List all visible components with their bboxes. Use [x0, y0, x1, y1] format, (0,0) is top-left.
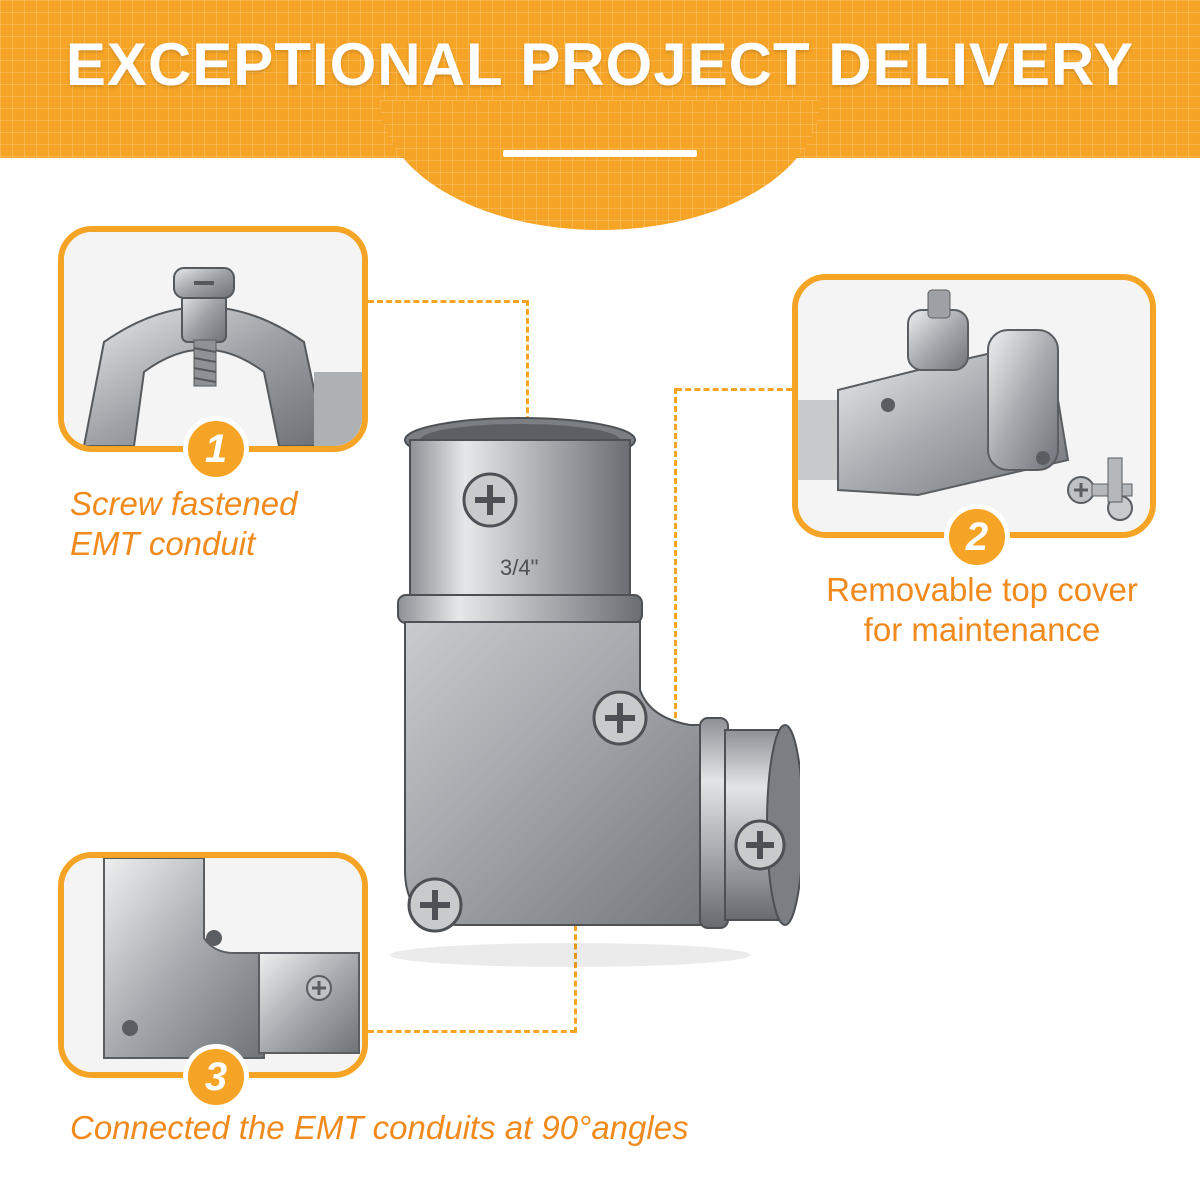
feature-1-caption-line-1: Screw fastened [70, 485, 298, 522]
feature-1-image [58, 226, 368, 452]
header-banner-arc [380, 100, 820, 230]
feature-2-caption: Removable top cover for maintenance [782, 570, 1182, 650]
feature-1-badge: 1 [183, 416, 249, 482]
feature-2-image [792, 274, 1156, 538]
connector-line-1-horizontal [368, 300, 528, 303]
title-underline [503, 150, 697, 157]
header-banner [0, 0, 1200, 158]
size-marking: 3/4" [500, 555, 538, 580]
removable-cover-closeup-icon [798, 280, 1150, 532]
connector-line-2-horizontal [676, 388, 792, 391]
feature-1-caption-line-2: EMT conduit [70, 525, 256, 562]
feature-2-badge: 2 [944, 504, 1010, 570]
elbow-angle-closeup-icon [64, 858, 362, 1072]
page-title: EXCEPTIONAL PROJECT DELIVERY [65, 31, 1135, 98]
feature-2-caption-line-2: for maintenance [863, 611, 1101, 648]
feature-3-image [58, 852, 368, 1078]
emt-elbow-product-image: 3/4" [390, 417, 800, 967]
feature-1-caption: Screw fastened EMT conduit [70, 484, 297, 564]
connector-line-1-vertical [526, 300, 529, 440]
connector-line-3-vertical [574, 925, 577, 1033]
feature-2-caption-line-1: Removable top cover [826, 571, 1138, 608]
connector-line-2-vertical [674, 388, 677, 718]
feature-3-caption: Connected the EMT conduits at 90°angles [70, 1109, 689, 1146]
screw-clamp-closeup-icon [64, 232, 362, 446]
feature-3-badge: 3 [183, 1044, 249, 1110]
connector-line-3-horizontal [368, 1030, 576, 1033]
